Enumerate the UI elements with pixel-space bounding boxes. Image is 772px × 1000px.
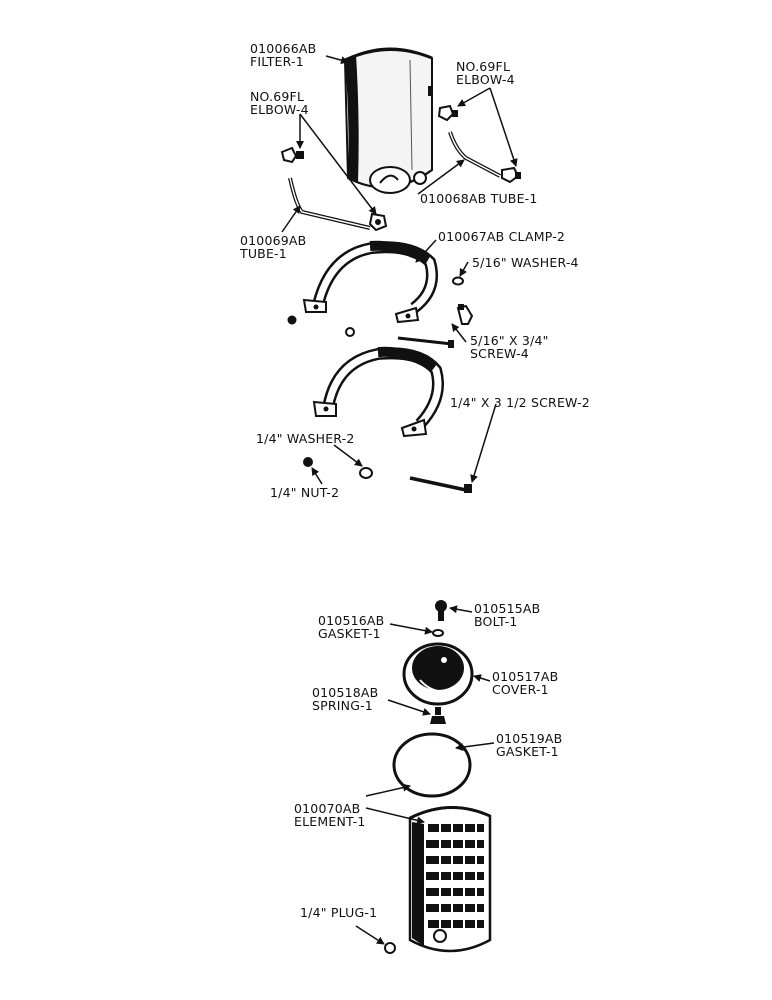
bolt-part-name: BOLT-1 xyxy=(474,614,518,629)
washer-516 xyxy=(452,276,464,286)
callout-nut-14: 1/4" NUT-2 xyxy=(270,486,339,499)
cover-part-number: 010517AB xyxy=(492,669,559,684)
plug-14 xyxy=(384,942,396,954)
bolt xyxy=(435,600,447,621)
gasket-small-part-number: 010516AB xyxy=(318,613,385,628)
leader-lines xyxy=(281,55,518,945)
tube-right-label: 010068AB TUBE-1 xyxy=(420,191,538,206)
callout-gasket-small: 010516AB GASKET-1 xyxy=(318,614,384,640)
nut-14 xyxy=(303,457,313,467)
washer-516-label: 5/16" WASHER-4 xyxy=(472,255,579,270)
tube-left-part-name: TUBE-1 xyxy=(240,246,287,261)
nut-14-label: 1/4" NUT-2 xyxy=(270,485,340,500)
elbow-left-lower xyxy=(368,212,388,232)
callout-clamp: 010067AB CLAMP-2 xyxy=(438,230,565,243)
screw-14-label: 1/4" X 3 1/2 SCREW-2 xyxy=(450,395,590,410)
clamp-upper xyxy=(302,240,438,324)
callout-screw-516: 5/16" X 3/4" SCREW-4 xyxy=(470,334,549,360)
cover-part-name: COVER-1 xyxy=(492,682,549,697)
callout-elbow-left: NO.69FL ELBOW-4 xyxy=(250,90,309,116)
elbow-right-lower xyxy=(501,166,521,184)
spring xyxy=(430,707,446,724)
filter-part-number: 010066AB xyxy=(250,41,317,56)
clamp-label: 010067AB CLAMP-2 xyxy=(438,229,566,244)
spring-part-name: SPRING-1 xyxy=(312,698,373,713)
callout-cover: 010517AB COVER-1 xyxy=(492,670,558,696)
callout-filter: 010066AB FILTER-1 xyxy=(250,42,316,68)
filter-element xyxy=(408,806,492,953)
filter-canister xyxy=(343,47,433,194)
screw-long-upper xyxy=(397,336,454,348)
nut-upper-left xyxy=(287,315,297,325)
callout-plug: 1/4" PLUG-1 xyxy=(300,906,377,919)
filter-part-name: FILTER-1 xyxy=(250,54,304,69)
screw-14-long xyxy=(409,476,472,493)
callout-screw-14: 1/4" X 3 1/2 SCREW-2 xyxy=(450,396,590,409)
bolt-part-number: 010515AB xyxy=(474,601,541,616)
elbow-right-upper xyxy=(437,104,458,122)
screw-516 xyxy=(456,304,474,325)
clamp-lower xyxy=(312,346,444,438)
element-part-name: ELEMENT-1 xyxy=(294,814,366,829)
callout-tube-left: 010069AB TUBE-1 xyxy=(240,234,306,260)
gasket-small-part-name: GASKET-1 xyxy=(318,626,381,641)
callout-elbow-right: NO.69FL ELBOW-4 xyxy=(456,60,515,86)
spring-part-number: 010518AB xyxy=(312,685,379,700)
gasket-small xyxy=(432,629,444,637)
tube-right xyxy=(448,131,501,178)
callout-washer-516: 5/16" WASHER-4 xyxy=(472,256,579,269)
gasket-large xyxy=(392,732,472,798)
callout-spring: 010518AB SPRING-1 xyxy=(312,686,378,712)
gasket-large-part-name: GASKET-1 xyxy=(496,744,559,759)
screw-516-size: 5/16" X 3/4" xyxy=(470,333,549,348)
tube-left xyxy=(288,177,371,230)
gasket-large-part-number: 010519AB xyxy=(496,731,563,746)
washer-14-label: 1/4" WASHER-2 xyxy=(256,431,355,446)
elbow-left-part-name: ELBOW-4 xyxy=(250,102,309,117)
elbow-right-part-name: ELBOW-4 xyxy=(456,72,515,87)
plug-label: 1/4" PLUG-1 xyxy=(300,905,378,920)
callout-bolt: 010515AB BOLT-1 xyxy=(474,602,540,628)
elbow-left-part-number: NO.69FL xyxy=(250,89,305,104)
screw-516-name: SCREW-4 xyxy=(470,346,529,361)
elbow-right-part-number: NO.69FL xyxy=(456,59,511,74)
washer-upper-mid xyxy=(345,327,355,337)
washer-14 xyxy=(359,467,373,479)
callout-tube-right: 010068AB TUBE-1 xyxy=(420,192,538,205)
element-part-number: 010070AB xyxy=(294,801,361,816)
cover xyxy=(402,642,474,706)
callout-gasket-large: 010519AB GASKET-1 xyxy=(496,732,562,758)
tube-left-part-number: 010069AB xyxy=(240,233,307,248)
elbow-left-upper xyxy=(280,146,304,164)
callout-washer-14: 1/4" WASHER-2 xyxy=(256,432,355,445)
callout-element: 010070AB ELEMENT-1 xyxy=(294,802,366,828)
